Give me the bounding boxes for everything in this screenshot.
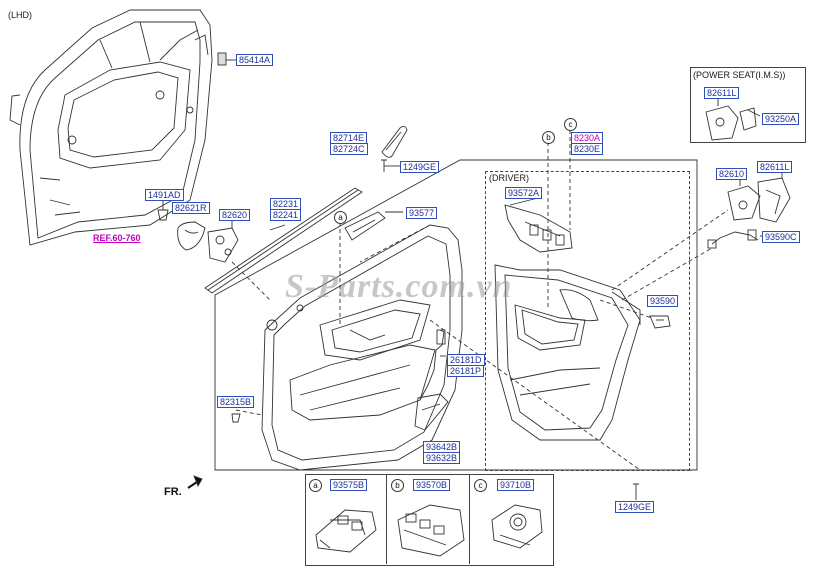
callout-93570B[interactable]: 93570B	[413, 479, 451, 491]
variant-label: (LHD)	[8, 10, 32, 20]
callout-82610[interactable]: 82610	[716, 168, 748, 180]
power-seat-frame	[690, 67, 806, 143]
marker-b: b	[542, 131, 555, 144]
callout-82724C[interactable]: 82724C	[330, 143, 368, 155]
bottom-parts-frame	[305, 474, 554, 566]
callout-82621R[interactable]: 82621R	[172, 202, 210, 214]
callout-93590[interactable]: 93590	[647, 295, 679, 307]
ref-link[interactable]: REF.60-760	[93, 233, 141, 243]
door-trim-panel	[261, 224, 463, 471]
callout-93710B[interactable]: 93710B	[497, 479, 535, 491]
power-seat-label: (POWER SEAT(I.M.S))	[693, 70, 786, 80]
callout-82315B[interactable]: 82315B	[217, 396, 255, 408]
callout-1249GE-top[interactable]: 1249GE	[400, 161, 440, 173]
marker-c-box: c	[474, 479, 487, 492]
bottom-divider-2	[469, 474, 470, 564]
driver-frame	[485, 171, 690, 471]
callout-93250A[interactable]: 93250A	[762, 113, 800, 125]
front-direction-label: FR.	[164, 486, 182, 498]
marker-c: c	[564, 118, 577, 131]
door-frame-drawing	[9, 9, 213, 246]
callout-82241[interactable]: 82241	[270, 209, 302, 221]
callout-82611L-powerseat[interactable]: 82611L	[704, 87, 740, 99]
callout-26181P[interactable]: 26181P	[447, 365, 485, 377]
callout-93572A[interactable]: 93572A	[505, 187, 543, 199]
marker-b-box: b	[391, 479, 404, 492]
bottom-divider-1	[386, 474, 387, 564]
callout-93575B[interactable]: 93575B	[330, 479, 368, 491]
callout-1249GE-bottom[interactable]: 1249GE	[615, 501, 655, 513]
callout-82611L[interactable]: 82611L	[757, 161, 793, 173]
callout-85414A[interactable]: 85414A	[236, 54, 274, 66]
driver-panel-drawing	[494, 264, 641, 441]
callout-93590C[interactable]: 93590C	[762, 231, 800, 243]
callout-82620[interactable]: 82620	[219, 209, 251, 221]
callout-93632B[interactable]: 93632B	[423, 452, 461, 464]
driver-label: (DRIVER)	[489, 173, 529, 183]
watermark: S-Parts.com.vn	[285, 268, 513, 305]
marker-a: a	[334, 211, 347, 224]
callout-1491AD[interactable]: 1491AD	[145, 189, 184, 201]
callout-93577[interactable]: 93577	[406, 207, 438, 219]
marker-a-box: a	[309, 479, 322, 492]
callout-8230E[interactable]: 8230E	[571, 143, 604, 155]
